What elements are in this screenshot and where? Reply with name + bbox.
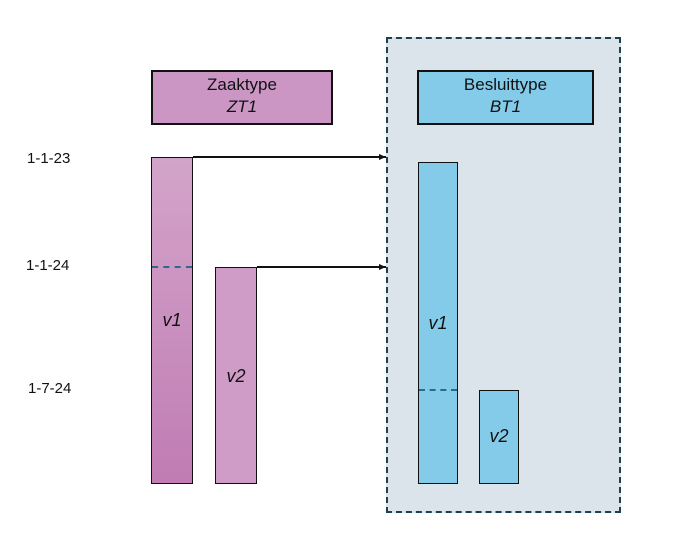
zaaktype-v1-label: v1: [162, 310, 182, 330]
zaaktype-v1-bar: v1: [151, 157, 193, 484]
zaaktype-v1-divider: [152, 266, 192, 268]
besluittype-v1-label: v1: [428, 313, 448, 333]
zaaktype-v2-bar: v2: [215, 267, 257, 484]
date-label-1-7-24: 1-7-24: [28, 380, 72, 397]
besluittype-title: Besluittype: [463, 75, 548, 94]
zaaktype-code: ZT1: [226, 97, 258, 116]
besluittype-header: Besluittype BT1: [417, 70, 594, 125]
besluittype-v1-divider: [419, 389, 457, 391]
besluittype-v1-bar: v1: [418, 162, 458, 484]
zaaktype-v2-label: v2: [226, 366, 246, 386]
date-label-1-1-24: 1-1-24: [26, 257, 70, 274]
besluittype-v2-bar: v2: [479, 390, 519, 484]
zaaktype-header: Zaaktype ZT1: [151, 70, 333, 125]
besluittype-v2-label: v2: [489, 426, 509, 446]
zaaktype-title: Zaaktype: [207, 75, 277, 94]
besluittype-code: BT1: [489, 97, 522, 116]
date-label-1-1-23: 1-1-23: [27, 150, 71, 167]
